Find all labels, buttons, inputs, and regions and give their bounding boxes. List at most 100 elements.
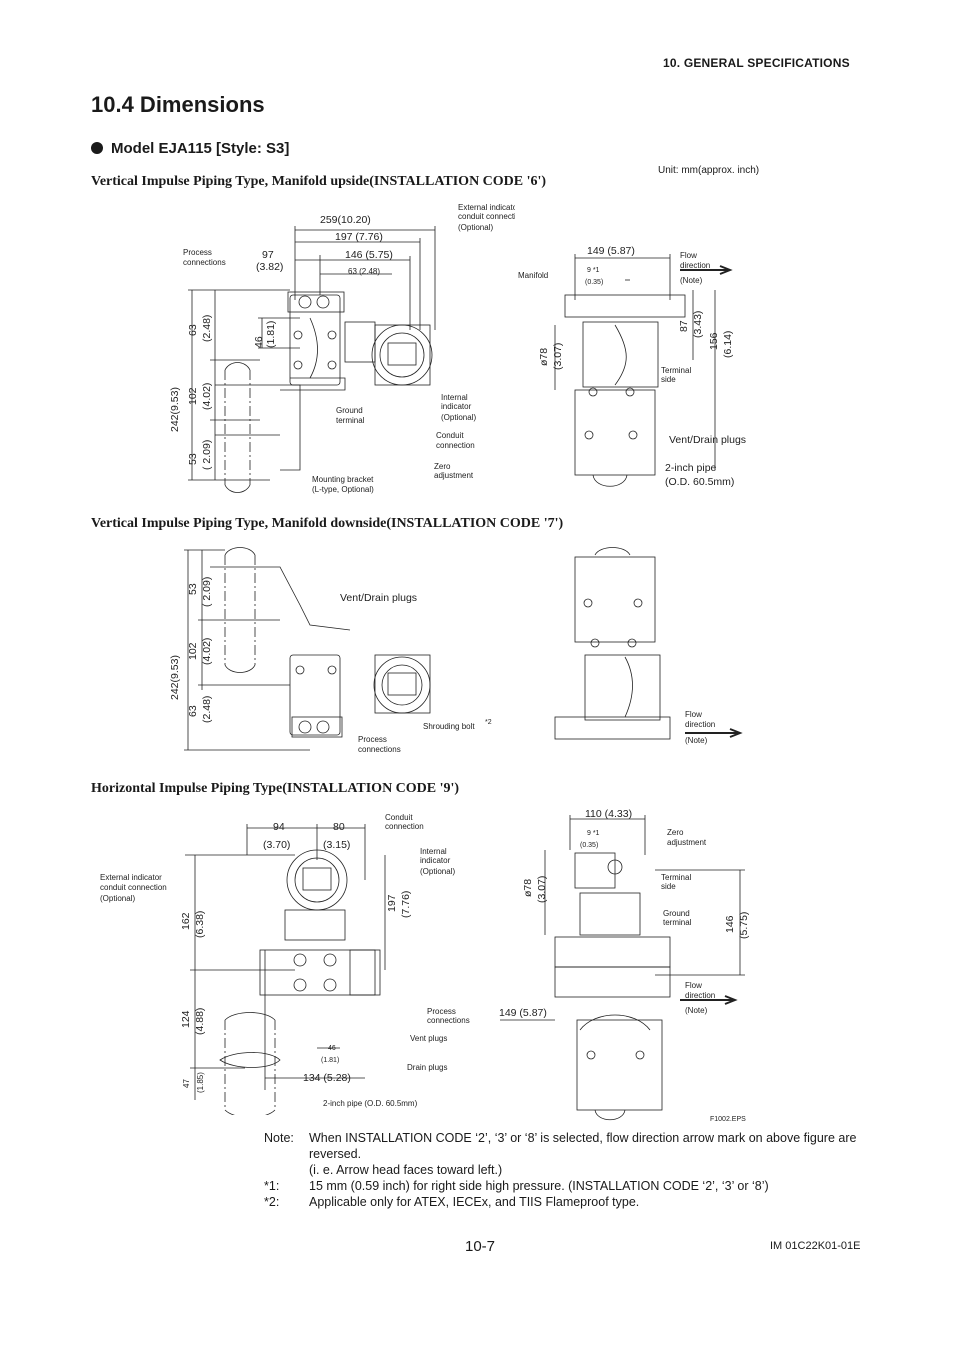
label-direction: direction [680,261,710,270]
dim-46-inch: (1.81) [265,321,277,348]
label-adjustment: adjustment [434,471,474,480]
label-mounting: Mounting bracket [312,475,374,484]
label-terminal: Terminal [661,366,691,375]
note-row: Note:When INSTALLATION CODE ‘2’, ‘3’ or … [264,1131,857,1161]
label-conduit-conn: conduit connection [100,883,167,892]
figure-2-side-view: Flow direction (Note) [554,547,743,745]
dim-94-inch: (3.70) [263,839,290,851]
dim-156-inch: (6.14) [722,331,734,358]
label-optional: (Optional) [420,867,455,876]
dim-149: 149 (5.87) [587,245,635,257]
label-flow: Flow [685,710,702,719]
label-ground: Ground [663,909,690,918]
label-vent-drain: Vent/Drain plugs [669,434,746,446]
label-2inch-pipe: 2-inch pipe (O.D. 60.5mm) [323,1099,418,1108]
dim-9: 9 *1 [587,267,600,274]
dim-78: ø78 [522,879,534,897]
page-title: 10.4 Dimensions [91,92,265,117]
page-number: 10-7 [465,1238,496,1255]
label-process: Process [427,1007,456,1016]
label-flow: Flow [685,981,702,990]
label-ltype: (L-type, Optional) [312,485,374,494]
figure-1-front-view: 259(10.20) 197 (7.76) 146 (5.75) 63 (2.4… [170,203,515,494]
label-adjustment: adjustment [667,838,707,847]
figure-3-front-view: 94 (3.70) 80 (3.15) 162 (6.38) 197 (7.76… [100,813,470,1115]
label-connection: connection [436,441,475,450]
dim-94: 94 [273,821,285,833]
label-2inch-pipe: 2-inch pipe [665,462,717,474]
running-header: 10. GENERAL SPECIFICATIONS [663,56,850,70]
dim-102: 102 [187,387,199,405]
label-vent-plugs: Vent plugs [410,1034,447,1043]
label-side: side [661,882,676,891]
label-terminal: Terminal [661,873,691,882]
note-row: (i. e. Arrow head faces toward left.) [309,1163,503,1177]
figure-3-side-view: 110 (4.33) 9 *1 (0.35) ø78 (3.07) 146 (5… [499,808,750,1123]
label-connection: connection [385,822,424,831]
dim-9-inch: (0.35) [585,279,603,286]
label-ground: Ground [336,406,363,415]
bullet-icon [91,142,103,154]
label-process: Process [358,735,387,744]
dim-53-inch: ( 2.09) [201,440,213,470]
dim-80: 80 [333,821,345,833]
doc-id: IM 01C22K01-01E [770,1240,861,1252]
label-indicator: indicator [441,402,472,411]
dim-53: 53 [187,583,199,595]
figure-2-front-view: 53 ( 2.09) 242(9.53) 102 (4.02) 63 (2.48… [170,547,492,754]
label-od: (O.D. 60.5mm) [665,476,734,488]
dim-97-inch: (3.82) [256,261,283,273]
label-indicator: indicator [420,856,451,865]
dim-78-inch: (3.07) [536,876,548,903]
dim-46: 46 [328,1045,336,1052]
label-shrouding: Shrouding bolt [423,722,475,731]
label-ext-ind: External indicator [458,203,515,212]
dim-87: 87 [678,320,690,332]
figure-file-id: F1002.EPS [710,1116,746,1123]
section-heading-3: Horizontal Impulse Piping Type(INSTALLAT… [91,781,460,796]
dim-63-left-inch: (2.48) [201,315,213,342]
dim-9-inch: (0.35) [580,842,598,849]
label-conduit-conn: conduit connection [458,212,515,221]
figure-1-side-view: 149 (5.87) 9 *1 (0.35) ø78 (3.07) 87 (3.… [518,245,746,488]
dim-47: 47 [182,1079,191,1088]
label-drain-plugs: Drain plugs [407,1063,447,1072]
label-conduit: Conduit [436,431,464,440]
dim-149: 149 (5.87) [499,1007,547,1019]
note-row: *1:15 mm (0.59 inch) for right side high… [264,1179,769,1193]
dim-124: 124 [180,1010,192,1028]
dim-156: 156 [708,332,720,350]
section-heading-1: Vertical Impulse Piping Type, Manifold u… [91,174,547,189]
dim-259: 259(10.20) [320,214,371,226]
dim-63-inch: (2.48) [201,696,213,723]
section-heading-2: Vertical Impulse Piping Type, Manifold d… [91,516,564,531]
label-ground-terminal: terminal [663,918,692,927]
dim-46-inch: (1.81) [321,1057,339,1064]
dim-242: 242(9.53) [170,387,181,432]
dim-47-inch: (1.85) [196,1072,205,1093]
dim-80-inch: (3.15) [323,839,350,851]
dim-110: 110 (4.33) [585,808,632,820]
label-vent-drain: Vent/Drain plugs [340,592,417,604]
model-heading: Model EJA115 [Style: S3] [91,140,289,157]
dim-53-inch: ( 2.09) [201,577,213,607]
dim-87-inch: (3.43) [692,311,704,338]
label-optional: (Optional) [458,223,493,232]
dim-102-inch: (4.02) [201,383,213,410]
dim-162-inch: (6.38) [194,911,206,938]
notes-block: Note:When INSTALLATION CODE ‘2’, ‘3’ or … [264,1130,864,1210]
label-process: Process [183,248,212,257]
dim-146-inch: (5.75) [738,912,750,939]
label-terminal: terminal [336,416,365,425]
label-conduit: Conduit [385,813,413,822]
dim-197: 197 (7.76) [335,231,383,243]
dim-63-left: 63 [187,324,199,336]
dim-78: ø78 [538,348,550,366]
label-star2: *2 [485,719,492,726]
label-direction: direction [685,720,715,729]
dim-162: 162 [180,912,192,930]
dim-242: 242(9.53) [170,655,181,700]
label-connections: connections [427,1016,470,1025]
dim-63-top: 63 (2.48) [348,267,380,276]
label-note: (Note) [680,276,703,285]
